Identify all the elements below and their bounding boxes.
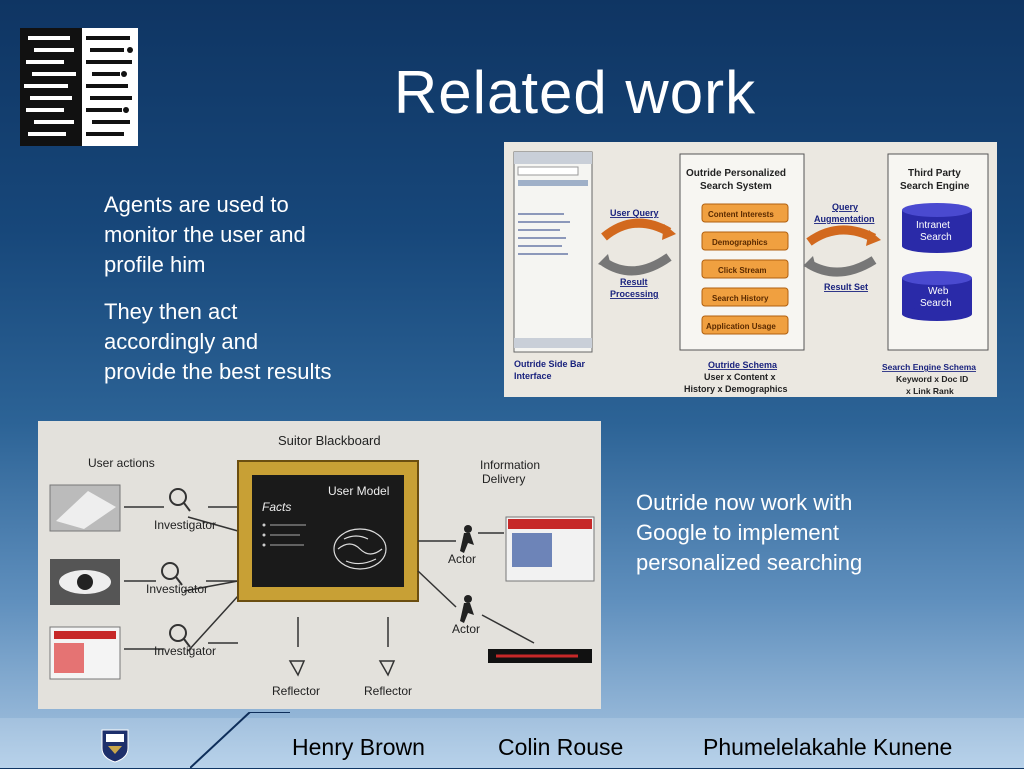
caption-sidebar-1: Outride Side Bar <box>514 359 586 369</box>
box-search-history: Search History <box>712 294 769 303</box>
user-model-label: User Model <box>328 484 389 498</box>
info-delivery-2: Delivery <box>482 472 525 486</box>
investigator-1: Investigator <box>154 518 216 532</box>
footer-author-3: Phumelelakahle Kunene <box>703 734 953 760</box>
box-content-interests: Content Interests <box>708 210 774 219</box>
schema-2: User x Content x <box>704 372 776 382</box>
actor-1: Actor <box>448 552 476 566</box>
investigator-3: Investigator <box>154 644 216 658</box>
investigator-2: Investigator <box>146 582 208 596</box>
svg-text:Search: Search <box>920 298 952 309</box>
footer-decoration <box>190 712 290 768</box>
sidebar-mock <box>513 151 593 353</box>
system-title-1: Outride Personalized <box>686 168 786 179</box>
footer-author-2: Colin Rouse <box>498 734 624 760</box>
blackboard <box>252 475 404 587</box>
label-result-set: Result Set <box>824 282 868 292</box>
system-title-2: Search System <box>700 181 772 192</box>
label-result-2: Processing <box>610 289 659 299</box>
third-party-1: Third Party <box>908 168 961 179</box>
reflector-icons <box>288 660 396 677</box>
svg-text:Web: Web <box>928 286 949 297</box>
label-qa-1: Query <box>832 202 858 212</box>
label-result-1: Result <box>620 277 648 287</box>
logo <box>20 28 138 146</box>
schema-3: History x Demographics <box>684 384 788 394</box>
svg-text:Intranet: Intranet <box>916 220 950 231</box>
engine-schema-2: Keyword x Doc ID <box>896 374 968 384</box>
university-crest-icon <box>100 728 130 764</box>
web-db: Web Search <box>902 271 972 321</box>
user-actions-label: User actions <box>88 456 155 470</box>
actor-2: Actor <box>452 622 480 636</box>
facts-label: Facts <box>262 500 291 514</box>
info-delivery-1: Information <box>480 458 540 472</box>
engine-schema-3: x Link Rank <box>906 386 954 396</box>
suitor-title: Suitor Blackboard <box>278 433 381 448</box>
footer-author-1: Henry Brown <box>292 734 425 760</box>
bullet-outride-google: Outride now work with Google to implemen… <box>636 490 863 575</box>
third-party-2: Search Engine <box>900 181 970 192</box>
actor-icon-2 <box>460 595 474 623</box>
brain-icon <box>333 528 387 570</box>
footer-bar <box>0 718 1024 768</box>
outride-diagram: Outride Side Bar Interface User Query Re… <box>504 142 997 397</box>
intranet-db: Intranet Search <box>902 203 972 253</box>
svg-text:Search: Search <box>920 232 952 243</box>
suitor-diagram: Suitor Blackboard User actions Investiga… <box>38 421 601 709</box>
box-application-usage: Application Usage <box>706 322 776 331</box>
label-user-query: User Query <box>610 208 659 218</box>
box-click-stream: Click Stream <box>718 266 766 275</box>
label-qa-2: Augmentation <box>814 214 875 224</box>
caption-sidebar-2: Interface <box>514 371 552 381</box>
bullet-agents: Agents are used to monitor the user and … <box>104 192 306 277</box>
engine-schema-1: Search Engine Schema <box>882 362 976 372</box>
schema-1: Outride Schema <box>708 360 778 370</box>
box-demographics: Demographics <box>712 238 768 247</box>
reflector-2: Reflector <box>364 684 412 698</box>
slide-title: Related work <box>393 59 757 126</box>
actor-icon-1 <box>460 525 474 553</box>
bullet-act: They then act accordingly and provide th… <box>104 299 332 384</box>
reflector-1: Reflector <box>272 684 320 698</box>
